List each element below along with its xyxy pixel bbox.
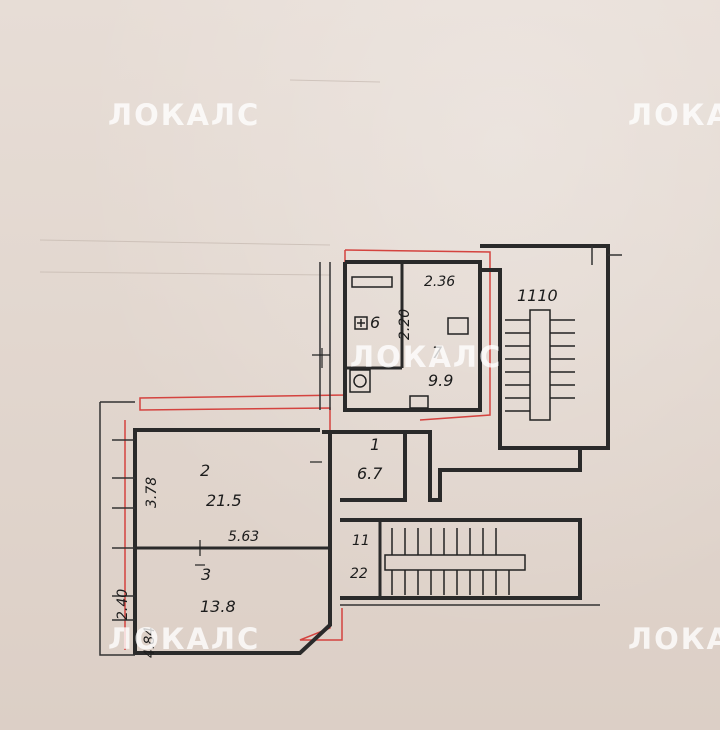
room-7-area: 9.9: [428, 371, 454, 390]
stair-mark-upper: 1110: [517, 286, 558, 305]
upper-stair-steps: [505, 309, 575, 421]
room-6-number: 6: [370, 313, 381, 332]
lower-stair-steps: [384, 528, 526, 595]
room-1-area: 6.7: [357, 464, 383, 483]
room-6-fixtures: [349, 276, 469, 409]
misc-marks: [195, 348, 330, 566]
dimension-2-20: 2.20: [397, 308, 413, 340]
room-3-number: 3: [201, 565, 212, 584]
dimension-2-36: 2.36: [424, 274, 456, 290]
thin-lines: [99, 246, 622, 656]
room-1-number: 1: [370, 435, 381, 454]
room-3-area: 13.8: [200, 597, 236, 616]
stair-mark-lower: 22: [350, 566, 368, 582]
dimension-5-63: 5.63: [228, 529, 260, 545]
stair-mark-lower-2: 11: [352, 533, 370, 549]
room-2-area: 21.5: [206, 491, 242, 510]
walls: [133, 244, 610, 655]
watermark-top-right: ЛОКАЛС: [628, 98, 720, 132]
watermark-center: ЛОКАЛС: [350, 340, 503, 374]
red-outline: [124, 249, 491, 650]
faint-text-lines: [39, 79, 381, 276]
watermark-bottom-left: ЛОКАЛС: [108, 622, 261, 656]
watermark-bottom-right: ЛОКАЛС: [628, 622, 720, 656]
room-7-number: 7: [432, 343, 443, 362]
watermark-top-left: ЛОКАЛС: [108, 98, 261, 132]
room-2-number: 2: [200, 461, 211, 480]
dimension-2-40: 2.40: [115, 588, 131, 620]
dimension-3-78: 3.78: [144, 476, 160, 508]
